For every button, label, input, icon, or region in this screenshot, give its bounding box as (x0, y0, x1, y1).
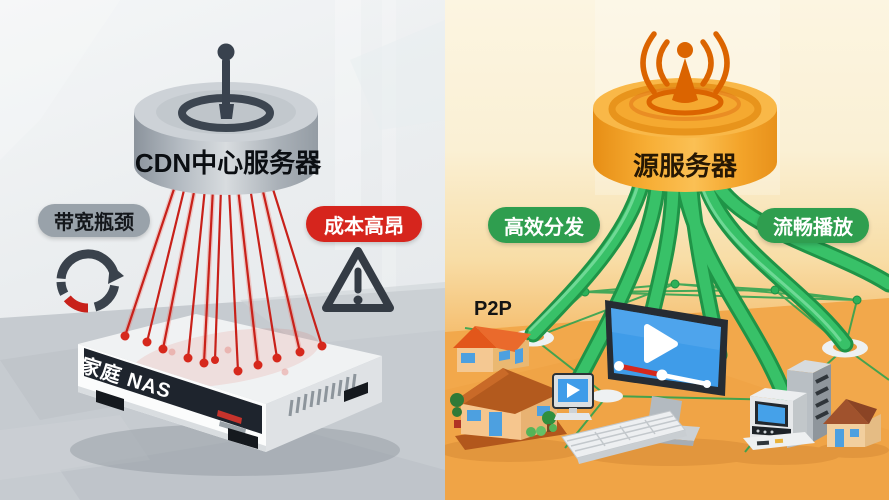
nas-port-red (217, 410, 242, 424)
laser-beams (120, 185, 327, 376)
origin-server-label: 源服务器 (632, 151, 737, 181)
loading-spinner-icon (56, 249, 124, 313)
nas-front-panel (84, 348, 262, 434)
warning-icon (322, 247, 394, 312)
small-monitor (552, 373, 594, 420)
nas-shadow (70, 424, 400, 476)
play-icon-large (644, 324, 678, 363)
efficient-distribution-badge: 高效分发 (488, 207, 600, 243)
progress-bar (614, 361, 711, 388)
cdn-server-label: CDN中心服务器 (134, 148, 322, 178)
crt-computer (743, 388, 815, 450)
smooth-playback-badge: 流畅播放 (757, 208, 869, 243)
p2p-label: P2P (474, 298, 512, 320)
p2p-panel: 源服务器 高效分发 流畅播放 P2P (445, 0, 889, 500)
keyboard (561, 410, 687, 464)
house-small-right (823, 399, 881, 447)
antenna-icon (217, 43, 235, 119)
cdn-panel: CDN中心服务器 带宽瓶颈 成本高昂 家庭 NAS (0, 0, 445, 500)
bandwidth-bottleneck-badge: 带宽瓶颈 (38, 204, 150, 237)
p2p-artwork (445, 0, 889, 500)
broadcast-icon (629, 31, 741, 121)
nas-vents (288, 373, 357, 417)
play-icon-small (567, 383, 580, 398)
house-small-left (453, 326, 531, 372)
nas-port-gray (219, 421, 246, 434)
high-cost-badge: 成本高昂 (306, 206, 422, 242)
cdn-artwork (0, 0, 445, 500)
home-nas-device (78, 314, 382, 452)
origin-server-cylinder (593, 31, 777, 192)
house-large-left (450, 368, 567, 450)
cdn-server-cylinder (134, 43, 318, 195)
big-monitor (605, 300, 728, 446)
